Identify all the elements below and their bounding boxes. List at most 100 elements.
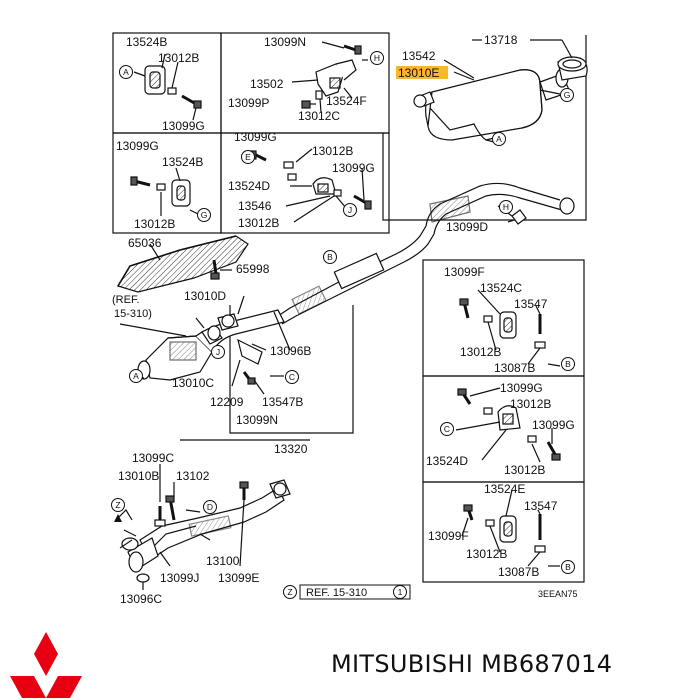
- label-13099c: 13099C: [132, 451, 174, 465]
- main-frame-upper: [382, 35, 587, 221]
- arrow-up-icon: [114, 514, 122, 522]
- callout-b-2: [561, 357, 575, 371]
- label-13012b-r2: 13012B: [510, 397, 551, 411]
- callout-text-z-1: Z: [115, 500, 120, 510]
- callout-d-1: [203, 500, 217, 514]
- callout-text-h-2: H: [503, 202, 509, 212]
- callout-text-one: 1: [398, 587, 403, 597]
- callout-b-1: [323, 250, 337, 264]
- callout-text-g-1: G: [201, 210, 208, 220]
- callout-j-2: [211, 345, 225, 359]
- label-13087b-r3: 13087B: [498, 565, 539, 579]
- callout-a-3: [129, 369, 143, 383]
- label-13099g-r2: 13099G: [500, 381, 543, 395]
- label-13012b-r3: 13012B: [466, 547, 507, 561]
- label-13100: 13100: [206, 554, 240, 568]
- label-13320: 13320: [274, 442, 308, 456]
- callout-a-2: [492, 132, 506, 146]
- label-13099g-d: 13099G: [234, 130, 277, 144]
- label-13099n: 13099N: [264, 35, 306, 49]
- label-13524f: 13524F: [326, 94, 367, 108]
- callout-text-g-2: G: [564, 90, 571, 100]
- label-13096b: 13096B: [270, 344, 311, 358]
- label-13010d: 13010D: [184, 289, 226, 303]
- label-13542: 13542: [402, 49, 436, 63]
- muffler-13542-shape: [427, 69, 543, 141]
- label-13547-r3: 13547: [524, 499, 558, 513]
- label-13099p: 13099P: [228, 96, 269, 110]
- label-13524d: 13524D: [228, 179, 270, 193]
- label-13099f-r3: 13099F: [428, 529, 469, 543]
- label-13099j: 13099J: [160, 571, 199, 585]
- callout-g-2: [560, 88, 574, 102]
- label-13524d-r2: 13524D: [426, 454, 468, 468]
- ref-box-bottom: [299, 584, 411, 600]
- label-13012b: 13012B: [158, 51, 199, 65]
- label-65998: 65998: [236, 262, 270, 276]
- label-13524b-c: 13524B: [162, 155, 203, 169]
- callout-text-j-2: J: [216, 347, 220, 357]
- callout-text-e-1: E: [245, 152, 251, 162]
- callout-text-h-1: H: [374, 53, 380, 63]
- label-13012b-d: 13012B: [312, 144, 353, 158]
- label-13012b-r1: 13012B: [460, 345, 501, 359]
- callout-b-3: [561, 560, 575, 574]
- label-13012c: 13012C: [298, 109, 340, 123]
- label-13547: 13547: [514, 297, 548, 311]
- label-13099e: 13099E: [218, 571, 259, 585]
- callout-text-d-1: D: [207, 502, 213, 512]
- callout-e-1: [241, 150, 255, 164]
- callout-text-a-2: A: [496, 134, 502, 144]
- label-13012b-c: 13012B: [134, 217, 175, 231]
- brand-caption: MITSUBISHI MB687014: [331, 650, 613, 678]
- callout-text-a-3: A: [133, 371, 139, 381]
- label-65036: 65036: [128, 236, 162, 250]
- label-13524b: 13524B: [126, 35, 167, 49]
- callout-a-1: [119, 65, 133, 79]
- label-12209: 12209: [210, 395, 244, 409]
- callout-text-z-2: Z: [287, 587, 292, 597]
- pipe-center-shape: [277, 182, 561, 317]
- callout-g-1: [197, 208, 211, 222]
- ref-text-top-2: 15-310): [114, 308, 152, 320]
- label-13099g-r2b: 13099G: [532, 418, 575, 432]
- label-13087b: 13087B: [494, 361, 535, 375]
- pipe-bracket-frame: [229, 305, 354, 434]
- label-13010e: 13010E: [398, 66, 439, 80]
- callout-h-2: [499, 200, 513, 214]
- label-13099g-c: 13099G: [116, 139, 159, 153]
- label-13502: 13502: [250, 77, 284, 91]
- callout-text-c-1: C: [289, 372, 295, 382]
- callout-text-j-1: J: [348, 205, 352, 215]
- callout-j-1: [343, 203, 357, 217]
- callout-z-1: [111, 498, 125, 512]
- detail-box-r3: [422, 481, 585, 583]
- label-13096c: 13096C: [120, 592, 162, 606]
- callout-text-a-1: A: [123, 67, 129, 77]
- label-13099d: 13099D: [446, 220, 488, 234]
- callout-c-1: [285, 370, 299, 384]
- mitsubishi-logo-icon: [10, 632, 82, 698]
- highlight-13010e: [396, 66, 448, 79]
- callout-text-b-2: B: [565, 359, 571, 369]
- label-13524c: 13524C: [480, 281, 522, 295]
- detail-box-d: [220, 132, 390, 234]
- label-13547b: 13547B: [262, 395, 303, 409]
- callout-text-c-2: C: [444, 424, 450, 434]
- label-13099g-d2: 13099G: [332, 161, 375, 175]
- diagram-code: 3EEAN75: [538, 589, 578, 599]
- callout-c-2: [440, 422, 454, 436]
- label-13010c: 13010C: [172, 376, 214, 390]
- label-13718: 13718: [484, 33, 518, 47]
- label-13099g: 13099G: [162, 119, 205, 133]
- ref-text-top-1: (REF.: [112, 294, 140, 306]
- label-13099n-main: 13099N: [236, 413, 278, 427]
- callout-text-b-3: B: [565, 562, 571, 572]
- callout-text-b-1: B: [327, 252, 333, 262]
- label-13524e: 13524E: [484, 482, 525, 496]
- label-13102: 13102: [176, 469, 210, 483]
- label-13012b-r2b: 13012B: [504, 463, 545, 477]
- label-13010b: 13010B: [118, 469, 159, 483]
- label-13099f: 13099F: [444, 265, 485, 279]
